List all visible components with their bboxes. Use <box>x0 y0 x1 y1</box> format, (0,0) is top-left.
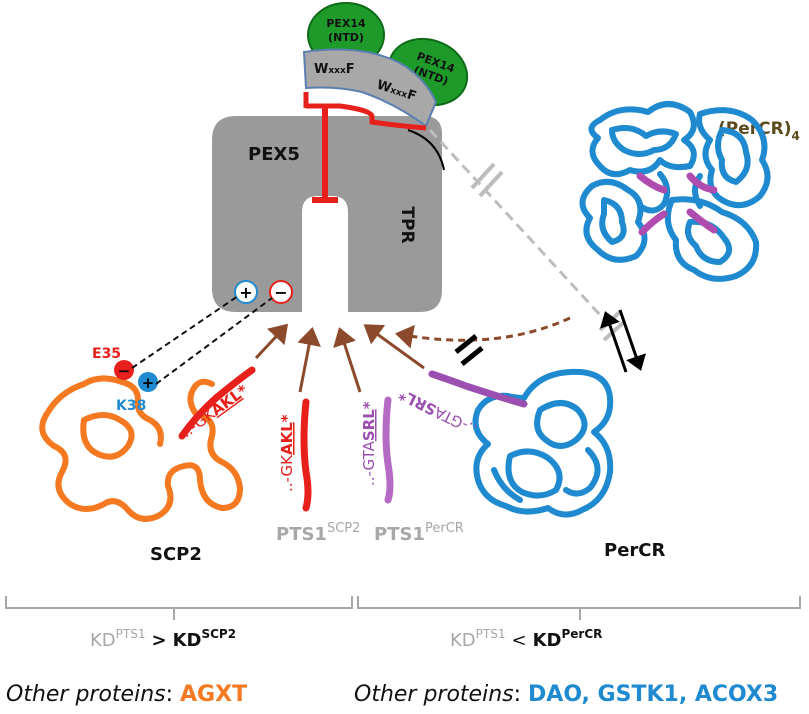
equilibrium-arrow-up <box>599 311 628 373</box>
other-proteins-left-label: Other proteins <box>6 682 166 707</box>
arrow-tetramer-to-pex5 <box>395 316 571 349</box>
tetramer-inhibition-mark-top <box>470 162 504 198</box>
pex5-minus-sign: − <box>274 283 287 302</box>
pex5-tether-horizontal <box>306 103 427 131</box>
other-proteins-right-colon: : <box>513 682 522 707</box>
pts1-percr-label: PTS1PerCR <box>374 521 464 545</box>
arrow-pts1-percr-to-pex5 <box>333 327 362 393</box>
scp2-k38-sign: + <box>142 374 155 392</box>
electrostatic-line-b <box>155 297 273 385</box>
percr-tetramer <box>579 101 771 282</box>
pts1-percr-peptide-sequence: ..-GTASRL* <box>360 401 378 486</box>
pex5-plus-sign: + <box>239 283 252 302</box>
electrostatic-line-a <box>131 295 239 369</box>
pex5-body <box>212 116 442 312</box>
pex5-minus-charge <box>269 280 293 304</box>
pex14-left-label-a: PEX14 <box>326 17 366 30</box>
percr-tetramer-core <box>636 172 718 236</box>
percr-monomer-name: PerCR <box>604 540 665 561</box>
tpr-label: TPR <box>397 206 417 243</box>
wxxxf-bar <box>302 48 438 128</box>
pts1-scp2-label: PTS1SCP2 <box>276 521 360 545</box>
tetramer-inhibition-line <box>428 128 614 330</box>
motif-left: WxxxF <box>314 62 355 77</box>
kd-comparison-right: KDPTS1<KDPerCR <box>450 627 602 651</box>
other-proteins-left-colon: : <box>165 682 174 707</box>
scp2-e35-label: E35 <box>92 346 121 362</box>
other-proteins-right-items: DAO, GSTK1, ACOX3 <box>528 682 779 707</box>
arrow-scp2-to-pex5 <box>254 323 289 360</box>
scp2-e35-charge <box>114 360 134 380</box>
pex14-left-label-b: (NTD) <box>328 31 364 44</box>
scp2-k38-charge <box>138 372 158 392</box>
arrow-pts1-scp2-to-pex5 <box>297 327 321 393</box>
pex5-plus-charge <box>234 280 258 304</box>
tpr-outline <box>407 129 445 171</box>
kd-comparison-left: KDPTS1>KDSCP2 <box>90 627 236 651</box>
scp2-e35-sign: − <box>118 362 131 380</box>
pts1-scp2-peptide-sequence: ..-GKAKL* <box>278 414 296 492</box>
inhibition-mark-percr <box>454 334 484 366</box>
other-proteins-left: Other proteins: AGXT <box>6 682 247 707</box>
scp2-k38-label: K38 <box>116 398 146 414</box>
equilibrium-arrow-down <box>618 309 647 371</box>
percr-monomer-tail <box>428 370 528 408</box>
arrow-percr-monomer-to-pex5 <box>363 324 425 370</box>
percr-monomer-sequence: ..-GTASRL* <box>396 385 480 438</box>
pts1-percr-peptide <box>382 396 394 504</box>
pts1-scp2-peptide <box>300 398 312 512</box>
other-proteins-right-label: Other proteins <box>354 682 514 707</box>
motif-right: WxxxF <box>375 78 418 105</box>
bracket-left <box>5 596 353 620</box>
bracket-right <box>357 596 801 620</box>
other-proteins-right: Other proteins: DAO, GSTK1, ACOX3 <box>354 682 778 707</box>
scp2-protein <box>39 375 243 522</box>
other-proteins-left-items: AGXT <box>180 682 248 707</box>
percr-monomer <box>472 368 614 518</box>
scp2-name: SCP2 <box>150 544 202 565</box>
scp2-tail <box>178 366 256 440</box>
pex5-label: PEX5 <box>248 144 300 165</box>
